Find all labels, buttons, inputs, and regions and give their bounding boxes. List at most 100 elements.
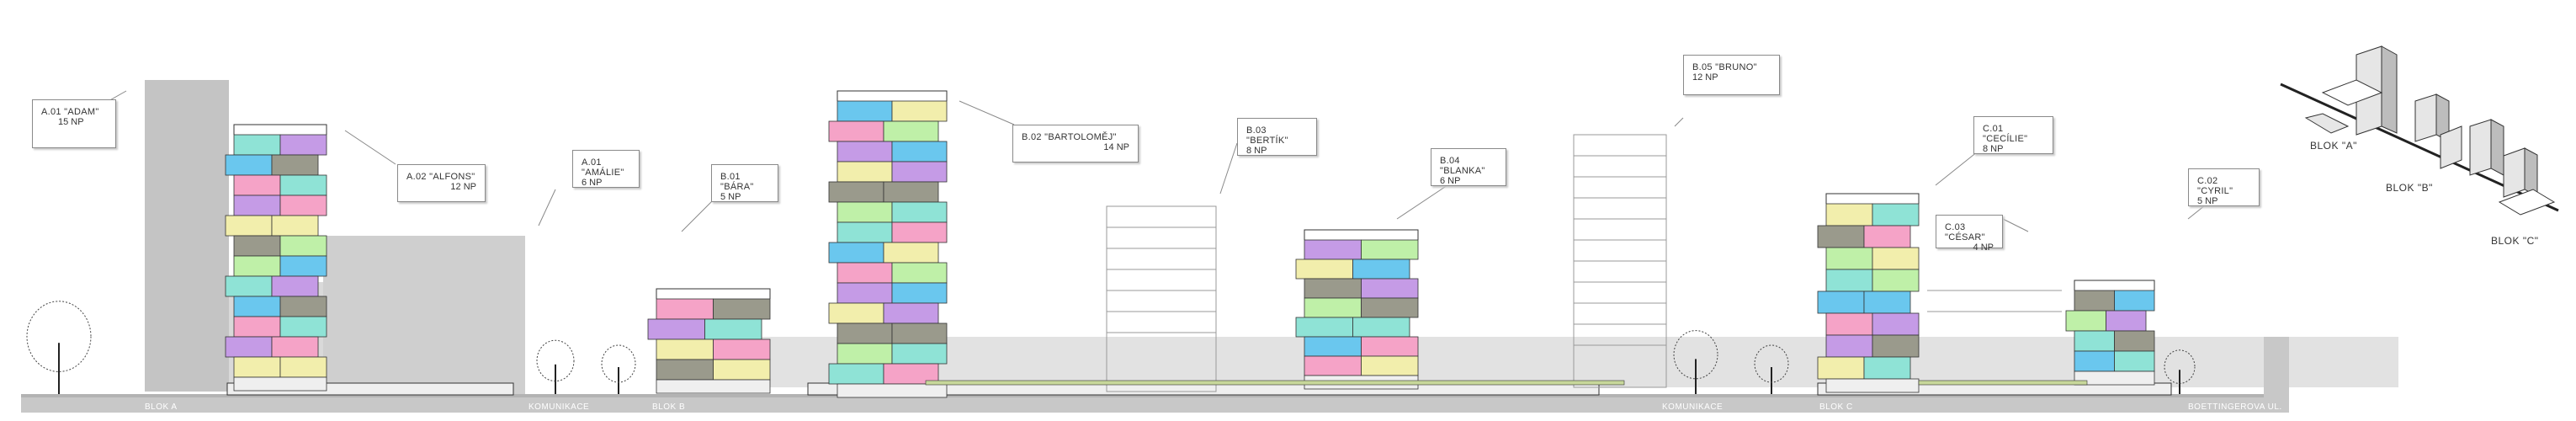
unit-block — [1361, 239, 1419, 260]
unit-block — [225, 215, 273, 237]
unit-block — [1817, 356, 1865, 380]
unit-block — [233, 376, 327, 392]
iso-label-blok-c: BLOK "C" — [2491, 235, 2539, 247]
unit-block — [1361, 278, 1419, 299]
unit-block — [704, 318, 762, 340]
unit-block — [1817, 225, 1865, 248]
unit-block — [2114, 330, 2155, 352]
callout-bara: B.01 "BÁRA" 5 NP — [711, 164, 778, 202]
unit-block — [2074, 350, 2115, 372]
unit-block — [233, 195, 281, 216]
unit-block — [1825, 334, 1873, 358]
callout-code: B.02 "BARTOLOMĚJ" — [1022, 132, 1117, 142]
roof-outline — [1304, 229, 1419, 240]
callout-floors: 15 NP — [58, 117, 84, 127]
roof-outline — [1825, 193, 1920, 204]
unit-block — [279, 174, 327, 196]
green-roof — [925, 380, 1625, 386]
unit-block — [225, 275, 273, 297]
tree-crown — [1673, 330, 1718, 380]
iso-label-blok-a: BLOK "A" — [2310, 140, 2357, 152]
callout-code: A.01 "ADAM" — [41, 107, 99, 117]
unit-block — [837, 383, 948, 398]
unit-block — [1863, 225, 1911, 248]
unit-block — [883, 181, 939, 203]
unit-block — [1872, 203, 1920, 226]
unit-block — [891, 141, 948, 163]
unit-block — [837, 262, 893, 284]
unit-block — [828, 363, 884, 385]
unit-block — [279, 356, 327, 378]
trees — [26, 301, 2196, 394]
unit-block — [1361, 355, 1419, 376]
callout-bartolomej: B.02 "BARTOLOMĚJ" 14 NP — [1012, 125, 1139, 163]
unit-block — [1304, 355, 1362, 376]
callout-adam: A.01 "ADAM" 15 NP — [32, 99, 116, 148]
unit-block — [713, 298, 771, 320]
unit-block — [837, 201, 893, 223]
unit-block — [225, 336, 273, 358]
unit-block — [837, 161, 893, 183]
unit-block — [1295, 258, 1353, 280]
callout-alfons: A.02 "ALFONS" 12 NP — [397, 164, 486, 202]
unit-block — [891, 282, 948, 304]
ground-label-komunikace-1: KOMUNIKACE — [528, 402, 590, 412]
unit-block — [1304, 239, 1362, 260]
unit-block — [891, 100, 948, 122]
unit-block — [828, 302, 884, 324]
unit-block — [891, 262, 948, 284]
unit-block — [271, 154, 319, 176]
unit-block — [647, 318, 705, 340]
unit-block — [656, 338, 714, 360]
unit-block — [2114, 290, 2155, 312]
callout-floors: 5 NP — [720, 192, 741, 202]
tree-crown — [536, 339, 575, 382]
callout-code: B.03 "BERTÍK" — [1246, 125, 1288, 146]
unit-block — [1872, 247, 1920, 270]
unit-block — [883, 242, 939, 264]
roof-outline — [837, 90, 948, 101]
wireframe-towers — [1106, 134, 2062, 392]
callout-blanka: B.04 "BLANKA" 6 NP — [1431, 148, 1506, 186]
callout-bertik: B.03 "BERTÍK" 8 NP — [1237, 118, 1317, 156]
callout-floors: 12 NP — [1692, 72, 1718, 83]
roof-outline — [656, 288, 771, 299]
unit-block — [713, 359, 771, 381]
unit-block — [837, 141, 893, 163]
unit-block — [1352, 258, 1410, 280]
unit-block — [233, 134, 281, 156]
green-roof — [1918, 380, 2088, 386]
unit-block — [271, 215, 319, 237]
unit-block — [891, 322, 948, 344]
unit-block — [1825, 203, 1873, 226]
unit-block — [1825, 312, 1873, 336]
ground-label-blok-c: BLOK C — [1819, 402, 1853, 412]
unit-block — [891, 201, 948, 223]
unit-block — [656, 298, 714, 320]
unit-block — [837, 100, 893, 122]
ground — [21, 337, 2289, 413]
callout-bruno: B.05 "BRUNO" 12 NP — [1683, 55, 1780, 95]
callout-floors: 14 NP — [1103, 142, 1129, 152]
unit-block — [2106, 310, 2147, 332]
unit-block — [279, 316, 327, 338]
ground-label-blok-a: BLOK A — [145, 402, 178, 412]
callout-code: A.02 "ALFONS" — [406, 172, 475, 182]
unit-block — [1817, 290, 1865, 314]
unit-block — [1872, 312, 1920, 336]
unit-block — [233, 356, 281, 378]
callout-code: C.01 "CECÍLIE" — [1983, 124, 2028, 144]
callout-cyril: C.02 "CYRIL" 5 NP — [2188, 168, 2260, 206]
unit-block — [271, 275, 319, 297]
unit-block — [1863, 290, 1911, 314]
unit-block — [2074, 330, 2115, 352]
unit-block — [225, 154, 273, 176]
callout-code: B.05 "BRUNO" — [1692, 62, 1757, 72]
callout-floors: 5 NP — [2197, 196, 2218, 206]
unit-block — [1304, 278, 1362, 299]
unit-block — [233, 296, 281, 317]
callout-code: B.01 "BÁRA" — [720, 172, 754, 192]
roof-outline — [233, 124, 327, 135]
unit-block — [1304, 297, 1362, 318]
